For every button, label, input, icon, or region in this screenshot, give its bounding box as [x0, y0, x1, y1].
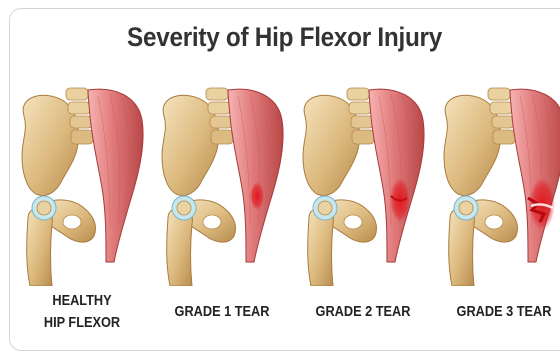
obturator-hole	[203, 215, 221, 229]
femur-bone	[308, 208, 334, 286]
figure-title: Severity of Hip Flexor Injury	[37, 22, 533, 53]
panel-label-line: GRADE 3 TEAR	[445, 301, 560, 323]
femur-bone	[27, 208, 53, 286]
panel-label: GRADE 3 TEAR	[445, 301, 560, 323]
hip-flexor-muscle	[88, 89, 143, 262]
panel-label: GRADE 1 TEAR	[163, 301, 282, 323]
obturator-hole	[63, 215, 81, 229]
hip-flexor-muscle	[228, 89, 283, 262]
anatomy-panel	[436, 86, 560, 286]
obturator-hole	[344, 215, 362, 229]
panel-label-line: GRADE 2 TEAR	[304, 301, 423, 323]
tear-mark	[250, 182, 264, 210]
hip-flexor-muscle	[369, 89, 424, 262]
anatomy-panel	[295, 86, 433, 286]
anatomy-panel	[14, 86, 152, 286]
obturator-hole	[485, 215, 503, 229]
femur-bone	[449, 208, 475, 286]
panel-label-line: GRADE 1 TEAR	[163, 301, 282, 323]
panel-label: GRADE 2 TEAR	[304, 301, 423, 323]
hip-flexor-muscle	[510, 89, 560, 262]
panel-label-line: HIP FLEXOR	[23, 312, 142, 334]
panel-label-line: HEALTHY	[23, 290, 142, 312]
femur-bone	[167, 208, 193, 286]
anatomy-panel	[154, 86, 292, 286]
